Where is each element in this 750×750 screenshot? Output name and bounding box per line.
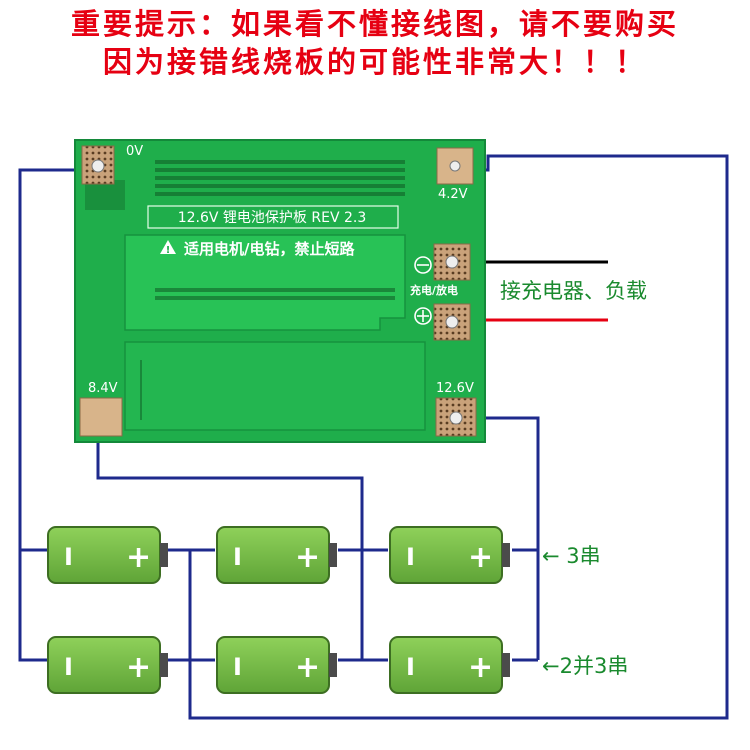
battery-terminal	[329, 543, 337, 567]
battery-terminal	[329, 653, 337, 677]
battery-terminal	[502, 543, 510, 567]
protection-board: 12.6V 锂电池保护板 REV 2.3 ! 适用电机/电钻，禁止短路 0V 4…	[74, 139, 486, 443]
battery-minus-label: I	[64, 543, 73, 571]
pad-4v2-label: 4.2V	[438, 187, 468, 202]
wire-12v6	[458, 416, 540, 552]
charge-discharge-label: 充电/放电	[410, 283, 458, 297]
pad-8v4	[79, 397, 123, 437]
warning-triangle-icon	[160, 240, 176, 254]
board-title-box	[147, 205, 399, 229]
board-title: 12.6V 锂电池保护板 REV 2.3	[178, 210, 367, 226]
wires	[18, 154, 729, 720]
battery-plus-label: +	[468, 650, 493, 685]
battery-plus-label: +	[295, 540, 320, 575]
battery-cell-1: I+	[47, 526, 168, 584]
battery-cell-5: I+	[216, 636, 337, 694]
battery-minus-label: I	[233, 653, 242, 681]
battery-cells: I+I+I+I+I+I+	[47, 526, 510, 694]
battery-minus-label: I	[406, 653, 415, 681]
battery-terminal	[502, 653, 510, 677]
pad-12v6	[435, 397, 477, 437]
battery-cell-4: I+	[47, 636, 168, 694]
battery-cell-3: I+	[389, 526, 510, 584]
battery-minus-label: I	[233, 543, 242, 571]
battery-plus-label: +	[468, 540, 493, 575]
battery-plus-label: +	[126, 540, 151, 575]
parallel-series-label: ←2并3串	[542, 654, 628, 678]
warning-line-1: 重要提示：如果看不懂接线图，请不要购买	[70, 7, 679, 41]
pcb-trace-upper	[124, 234, 406, 331]
warning-line-2: 因为接错线烧板的可能性非常大！！！	[102, 45, 647, 79]
minus-icon	[414, 256, 432, 274]
battery-cell-2: I+	[216, 526, 337, 584]
pcb-dots	[85, 160, 405, 420]
board-caution: 适用电机/电钻，禁止短路	[184, 240, 355, 258]
series-label: ← 3串	[542, 544, 601, 568]
battery-minus-label: I	[406, 543, 415, 571]
charger-load-label: 接充电器、负载	[500, 279, 647, 303]
battery-cell-6: I+	[389, 636, 510, 694]
pad-8v4-label: 8.4V	[88, 381, 118, 396]
battery-plus-label: +	[295, 650, 320, 685]
svg-text:!: !	[166, 245, 171, 256]
battery-plus-label: +	[126, 650, 151, 685]
plus-icon	[414, 307, 432, 325]
pcb-trace-lower	[124, 341, 426, 431]
pad-0v-label: 0V	[126, 144, 143, 159]
battery-terminal	[160, 653, 168, 677]
battery-terminal	[160, 543, 168, 567]
pad-12v6-label: 12.6V	[436, 381, 474, 396]
wire-4v2	[188, 154, 729, 720]
wire-0v	[18, 168, 95, 662]
battery-minus-label: I	[64, 653, 73, 681]
